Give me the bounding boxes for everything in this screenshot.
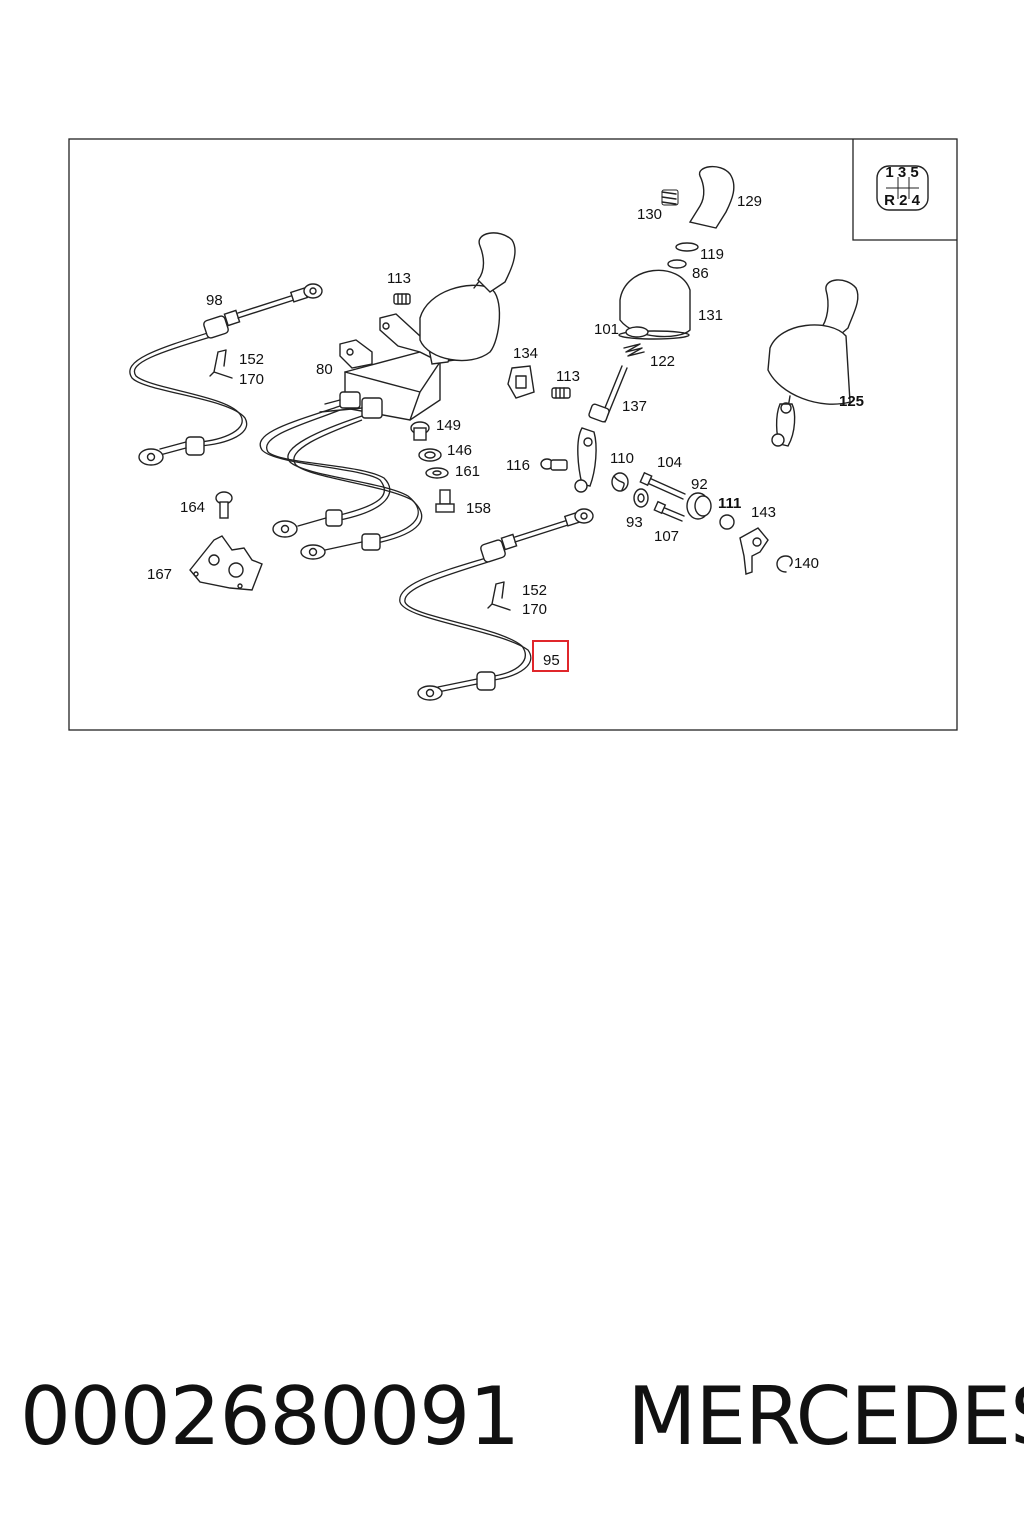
part-93-washer: [633, 488, 649, 508]
callout-93[interactable]: 93: [626, 514, 643, 531]
callout-104[interactable]: 104: [657, 454, 682, 471]
callout-122[interactable]: 122: [650, 353, 675, 370]
part-107-pin: [653, 500, 685, 522]
part-104-bolt: [639, 471, 686, 500]
callout-92[interactable]: 92: [691, 476, 708, 493]
callout-131[interactable]: 131: [698, 307, 723, 324]
callout-152b[interactable]: 152: [522, 582, 547, 599]
callout-137[interactable]: 137: [622, 398, 647, 415]
part-95-cable: [399, 508, 594, 701]
part-119-washer: [675, 242, 699, 252]
part-158-bolt: [435, 489, 455, 513]
housing-cables: [259, 405, 423, 560]
part-122-spring: [623, 343, 645, 357]
callout-113b[interactable]: 113: [556, 368, 580, 385]
callout-129[interactable]: 129: [737, 193, 762, 210]
part-134-bushing: [507, 365, 535, 399]
highlight-box: [532, 640, 569, 672]
part-125-lever-assembly: [767, 279, 859, 447]
callout-140[interactable]: 140: [794, 555, 819, 572]
part-149-bushing: [410, 421, 430, 441]
gear-pattern-inset: 1 3 5 R 2 4: [852, 139, 957, 241]
callout-labels: 98 113 80 152 170 134 113 101 122 131 13…: [147, 193, 864, 669]
callout-167[interactable]: 167: [147, 566, 172, 583]
part-86-ring: [667, 259, 687, 269]
callout-110[interactable]: 110: [610, 450, 634, 467]
part-129-knob: [688, 166, 735, 229]
callout-149[interactable]: 149: [436, 417, 461, 434]
diagram-frame: [68, 138, 958, 731]
part-152-clip-a: [209, 349, 233, 379]
callout-101[interactable]: 101: [594, 321, 619, 338]
part-113-screw-a: [393, 293, 411, 305]
part-113-screw-b: [551, 387, 571, 399]
callout-164[interactable]: 164: [180, 499, 205, 516]
part-152-clip-b: [487, 581, 511, 611]
part-number: 0002680091: [20, 1370, 520, 1463]
part-130-spring: [661, 189, 679, 206]
part-146-ring: [418, 448, 442, 462]
callout-143[interactable]: 143: [751, 504, 776, 521]
part-167-bracket: [189, 535, 263, 591]
part-143-lever: [739, 527, 769, 575]
part-140-clip: [776, 555, 793, 573]
part-161-washer: [425, 467, 449, 479]
callout-98[interactable]: 98: [206, 292, 223, 309]
callout-86[interactable]: 86: [692, 265, 709, 282]
brand-name: MERCEDES: [627, 1370, 1024, 1463]
callout-130[interactable]: 130: [637, 206, 662, 223]
part-80-shift-housing: [319, 232, 516, 421]
part-116-pin: [540, 458, 568, 471]
part-110-spring: [611, 472, 629, 492]
callout-146[interactable]: 146: [447, 442, 472, 459]
callout-125[interactable]: 125: [839, 393, 864, 410]
part-98-cable: [129, 283, 323, 466]
callout-134[interactable]: 134: [513, 345, 538, 362]
callout-111[interactable]: 111: [718, 495, 741, 512]
callout-116[interactable]: 116: [506, 457, 530, 474]
part-111-nut: [719, 514, 735, 530]
gear-pattern-bottom: R 2 4: [884, 192, 921, 209]
callout-158[interactable]: 158: [466, 500, 491, 517]
callout-107[interactable]: 107: [654, 528, 679, 545]
callout-170b[interactable]: 170: [522, 601, 547, 618]
callout-80[interactable]: 80: [316, 361, 333, 378]
callout-170a[interactable]: 170: [239, 371, 264, 388]
callout-152a[interactable]: 152: [239, 351, 264, 368]
callout-119[interactable]: 119: [700, 246, 724, 263]
part-92-bushing: [686, 492, 712, 520]
part-101-ring: [625, 326, 649, 338]
caption: 0002680091 MERCEDES: [20, 1370, 1024, 1470]
part-137-lever: [574, 365, 628, 493]
callout-161[interactable]: 161: [455, 463, 480, 480]
gear-pattern-top: 1 3 5: [885, 164, 918, 181]
callout-95[interactable]: 95: [543, 652, 560, 669]
callout-113a[interactable]: 113: [387, 270, 411, 287]
part-164-bolt: [215, 491, 233, 519]
